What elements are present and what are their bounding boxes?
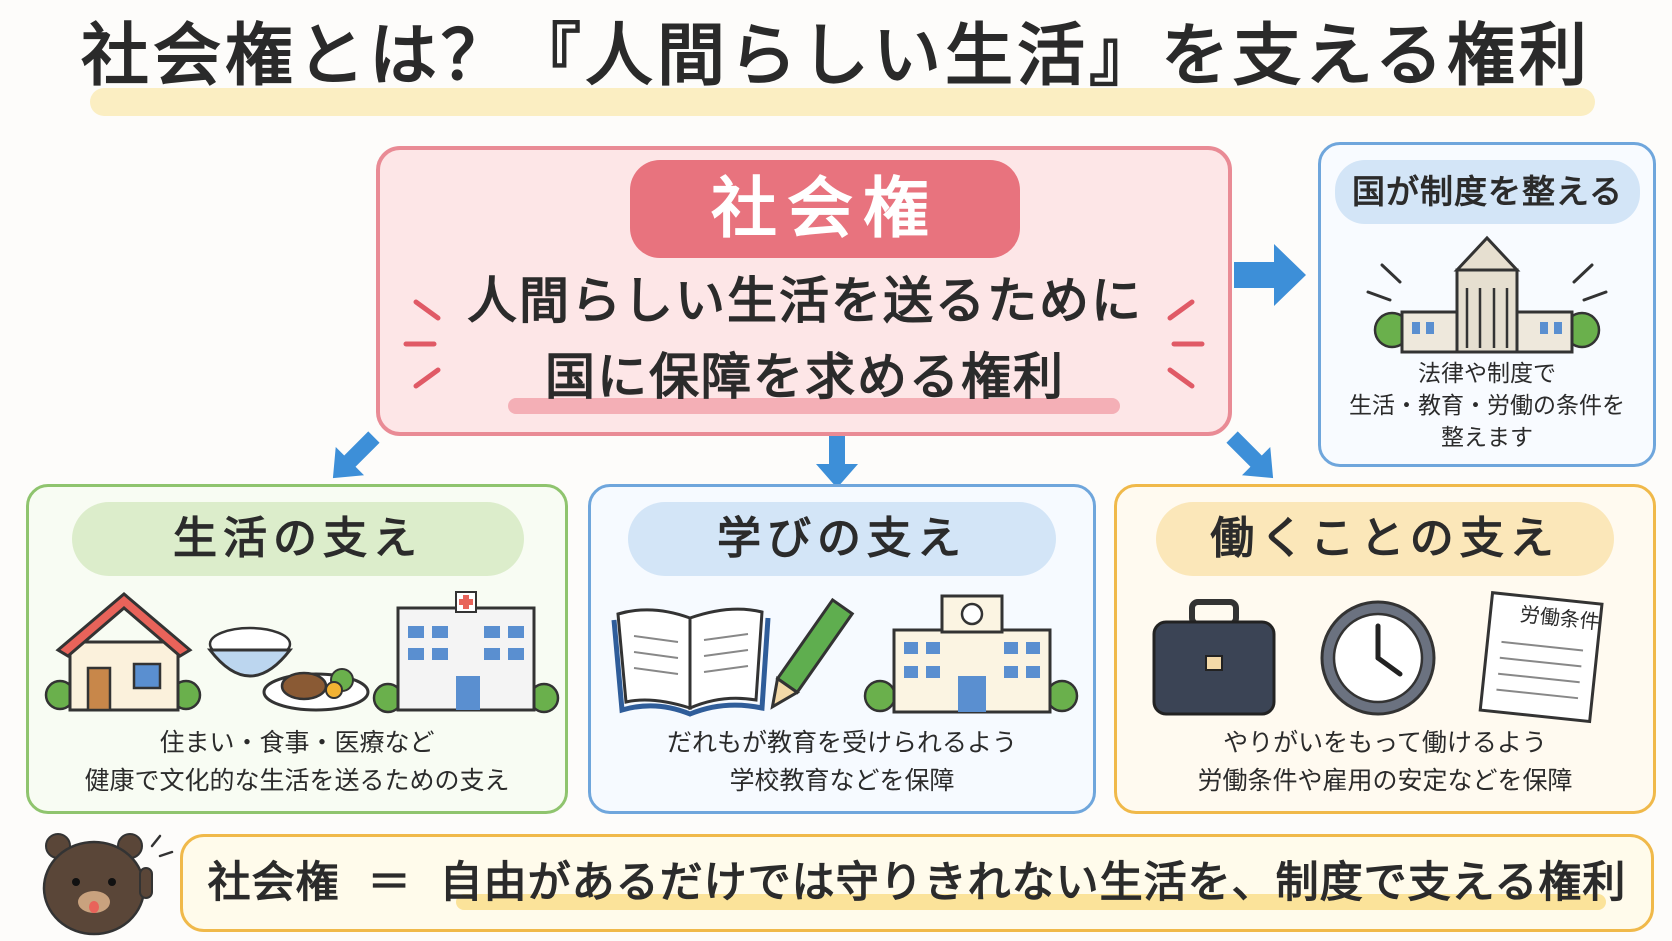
school-building-icon bbox=[863, 594, 1079, 714]
page-title: 社会権とは？『人間らしい生活』を支える権利 bbox=[81, 17, 1591, 96]
government-label: 国が制度を整える bbox=[1335, 160, 1640, 224]
meal-icon bbox=[206, 626, 370, 712]
briefcase-icon bbox=[1152, 599, 1276, 716]
government-description-line: 生活・教育・労働の条件を bbox=[1349, 393, 1625, 419]
card-learning-label: 学びの支え bbox=[628, 502, 1056, 576]
center-underline bbox=[508, 398, 1120, 414]
life-illustrations bbox=[44, 591, 560, 714]
card-work-description: やりがいをもって働けるよう 労働条件や雇用の安定などを保障 bbox=[1118, 724, 1652, 800]
government-description-line: 整えます bbox=[1441, 425, 1533, 451]
emphasis-marks-right-icon bbox=[1167, 299, 1205, 389]
title-highlight bbox=[90, 88, 1595, 116]
center-definition-line1: 人間らしい生活を送るために bbox=[467, 272, 1143, 330]
summary-term: 社会権 bbox=[207, 858, 340, 908]
card-learning-description: だれもが教育を受けられるよう 学校教育などを保障 bbox=[592, 724, 1092, 800]
card-life-description-line: 健康で文化的な生活を送るための支え bbox=[84, 766, 510, 795]
arrow-right-icon bbox=[1234, 244, 1306, 306]
pencil-icon bbox=[770, 597, 855, 710]
card-life-label: 生活の支え bbox=[72, 502, 524, 576]
government-description-line: 法律や制度で bbox=[1418, 361, 1556, 387]
open-book-icon bbox=[611, 607, 771, 717]
house-icon bbox=[44, 592, 202, 712]
clock-icon bbox=[1320, 600, 1436, 716]
summary-statement: 社会権 ＝ 自由があるだけでは守りきれない生活を、制度で支える権利 bbox=[180, 834, 1654, 932]
card-life-description-line: 住まい・食事・医療など bbox=[159, 728, 435, 757]
parliament-building-icon bbox=[1366, 235, 1608, 354]
summary-equals: ＝ bbox=[367, 858, 412, 908]
card-learning-description-line: 学校教育などを保障 bbox=[729, 766, 955, 795]
emphasis-marks-left-icon bbox=[403, 299, 441, 389]
center-definition-line2: 国に保障を求める権利 bbox=[545, 348, 1065, 406]
summary-underline bbox=[456, 894, 1606, 910]
center-label: 社会権 bbox=[630, 160, 1020, 258]
labor-conditions-document-icon bbox=[1478, 591, 1604, 724]
government-description: 法律や制度で 生活・教育・労働の条件を 整えます bbox=[1322, 358, 1652, 454]
card-life-description: 住まい・食事・医療など 健康で文化的な生活を送るための支え bbox=[30, 724, 564, 800]
arrow-down-left-icon bbox=[332, 431, 380, 479]
learning-illustrations bbox=[611, 594, 1079, 717]
summary-text: 自由があるだけでは守りきれない生活を、制度で支える権利 bbox=[439, 858, 1627, 908]
card-work-description-line: 労働条件や雇用の安定などを保障 bbox=[1197, 766, 1573, 795]
summary-box bbox=[180, 834, 1654, 932]
card-learning-description-line: だれもが教育を受けられるよう bbox=[666, 728, 1017, 757]
work-illustrations bbox=[1152, 591, 1604, 724]
bear-mascot-icon bbox=[42, 833, 174, 936]
arrow-down-right-icon bbox=[1226, 431, 1274, 479]
hospital-icon bbox=[372, 591, 560, 714]
arrow-down-icon bbox=[816, 436, 858, 488]
card-work-label: 働くことの支え bbox=[1156, 502, 1614, 576]
card-work-description-line: やりがいをもって働けるよう bbox=[1223, 728, 1547, 757]
